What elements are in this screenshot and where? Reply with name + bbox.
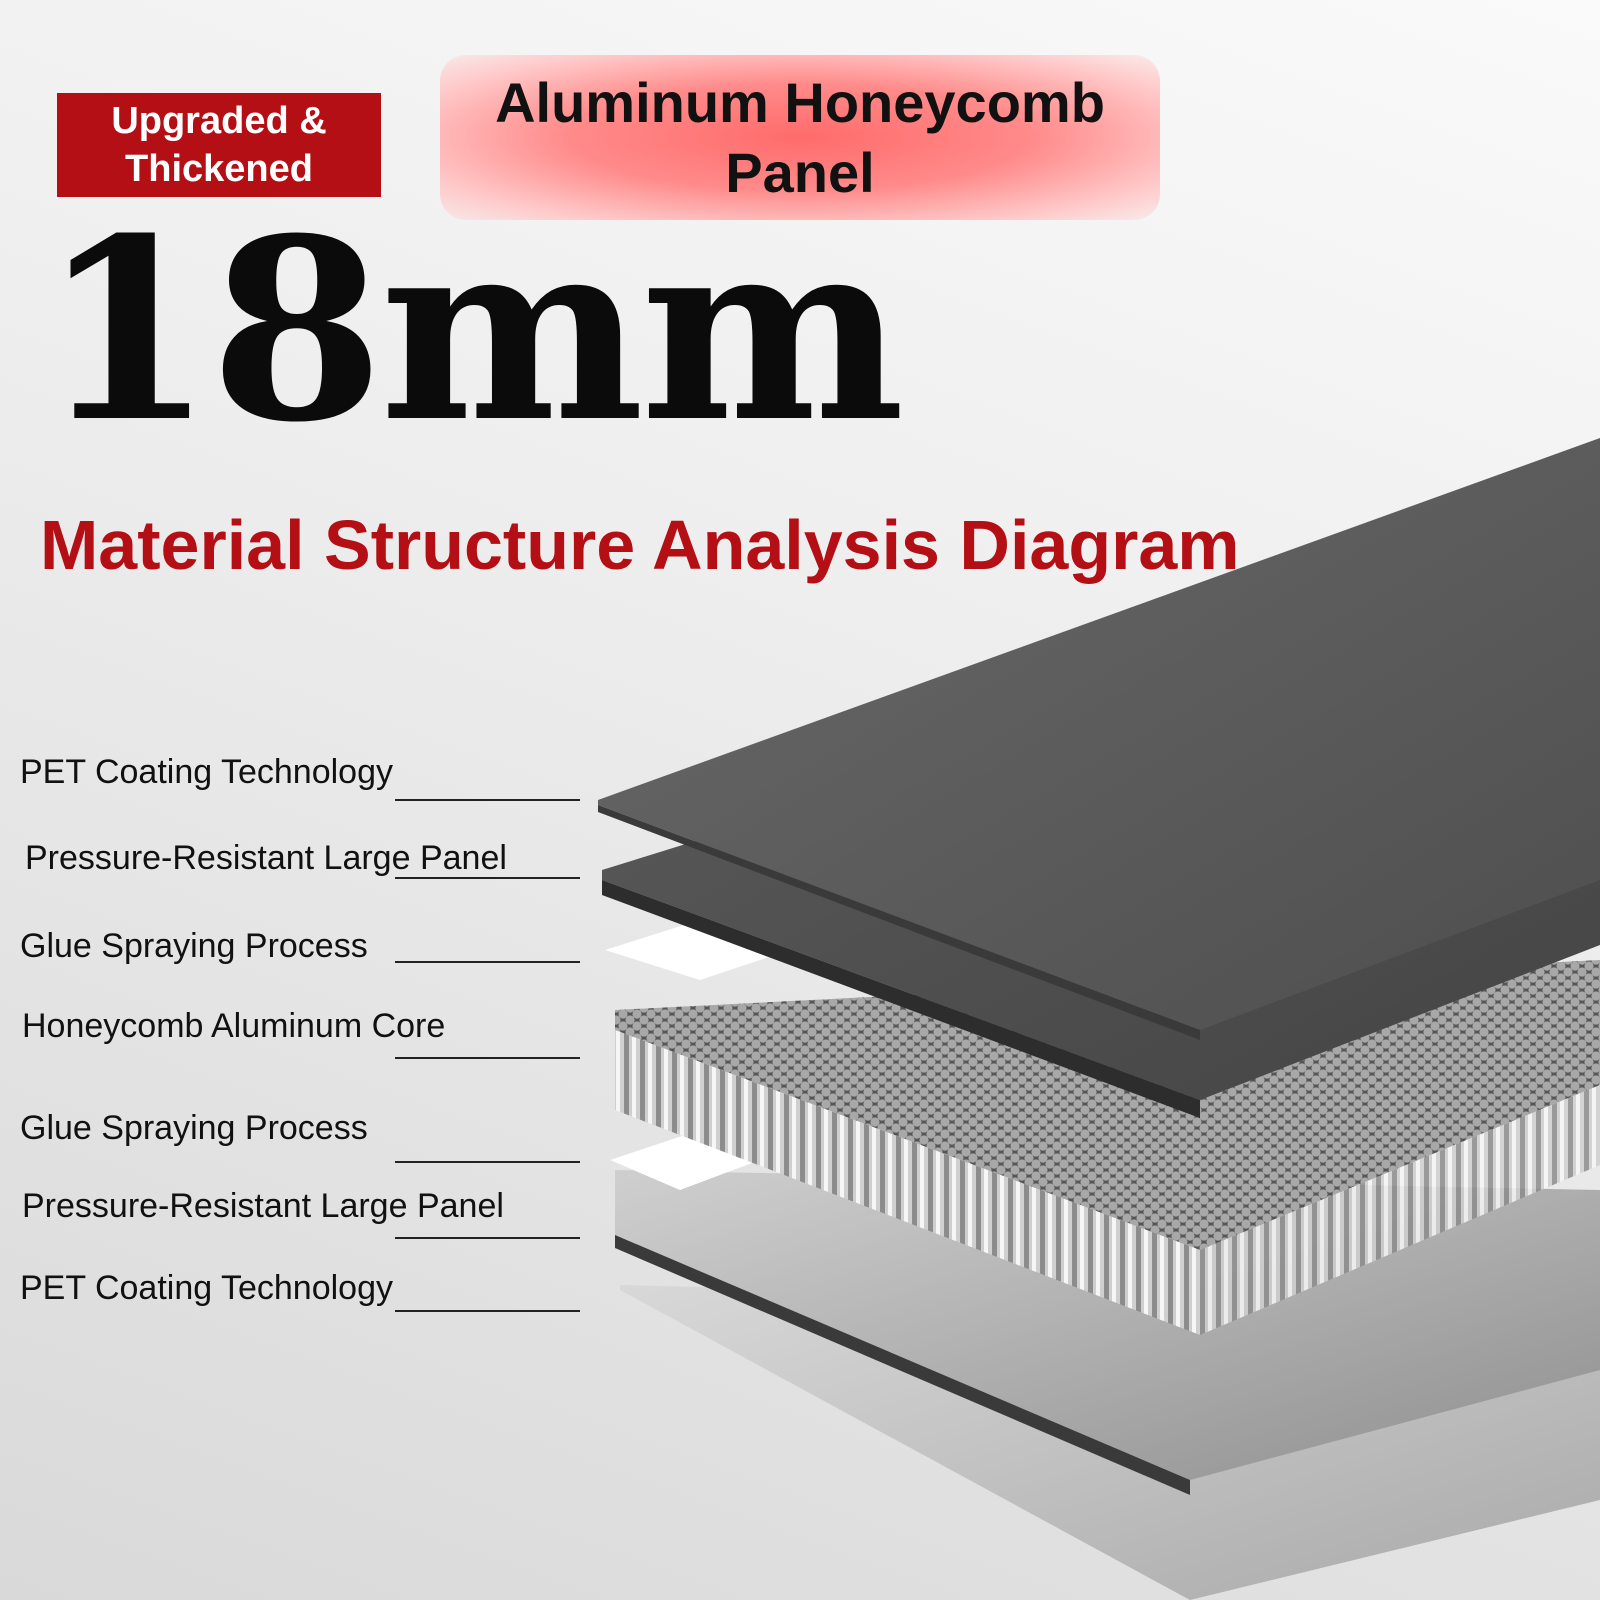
leader-line-3: [395, 961, 580, 963]
layer-label-4: Honeycomb Aluminum Core: [22, 1007, 446, 1045]
honeycomb-core-side: [615, 1030, 1200, 1335]
leader-line-4: [395, 1057, 580, 1059]
layer-label-3: Glue Spraying Process: [20, 927, 368, 965]
leader-line-5: [395, 1161, 580, 1163]
layer-label-5: Glue Spraying Process: [20, 1109, 368, 1147]
layer-label-7: PET Coating Technology: [20, 1269, 393, 1307]
layer-top-pet-film: [598, 438, 1600, 1030]
leader-line-7: [395, 1310, 580, 1312]
leader-line-2: [395, 877, 580, 879]
leader-line-1: [395, 799, 580, 801]
layer-label-1: PET Coating Technology: [20, 753, 393, 791]
layer-label-6: Pressure-Resistant Large Panel: [22, 1187, 504, 1225]
leader-line-6: [395, 1237, 580, 1239]
layer-top-pet-film-edge: [598, 805, 1200, 1040]
honeycomb-core-side-right: [1200, 1085, 1600, 1335]
diagram-subtitle: Material Structure Analysis Diagram: [40, 506, 1240, 584]
thickness-value: 18mm: [40, 183, 905, 477]
badge-line-2: Thickened: [125, 148, 313, 190]
badge-line-1: Upgraded &: [111, 100, 327, 142]
layer-top-panel-edge: [602, 880, 1200, 1118]
upgraded-badge: Upgraded & Thickened: [57, 93, 381, 197]
layer-bottom-panel-edge: [615, 1235, 1190, 1495]
product-title-line-1: Aluminum Honeycomb: [495, 70, 1105, 134]
layer-label-2: Pressure-Resistant Large Panel: [25, 839, 507, 877]
product-title-line-2: Panel: [725, 140, 875, 204]
product-title: Aluminum Honeycomb Panel: [440, 55, 1160, 220]
